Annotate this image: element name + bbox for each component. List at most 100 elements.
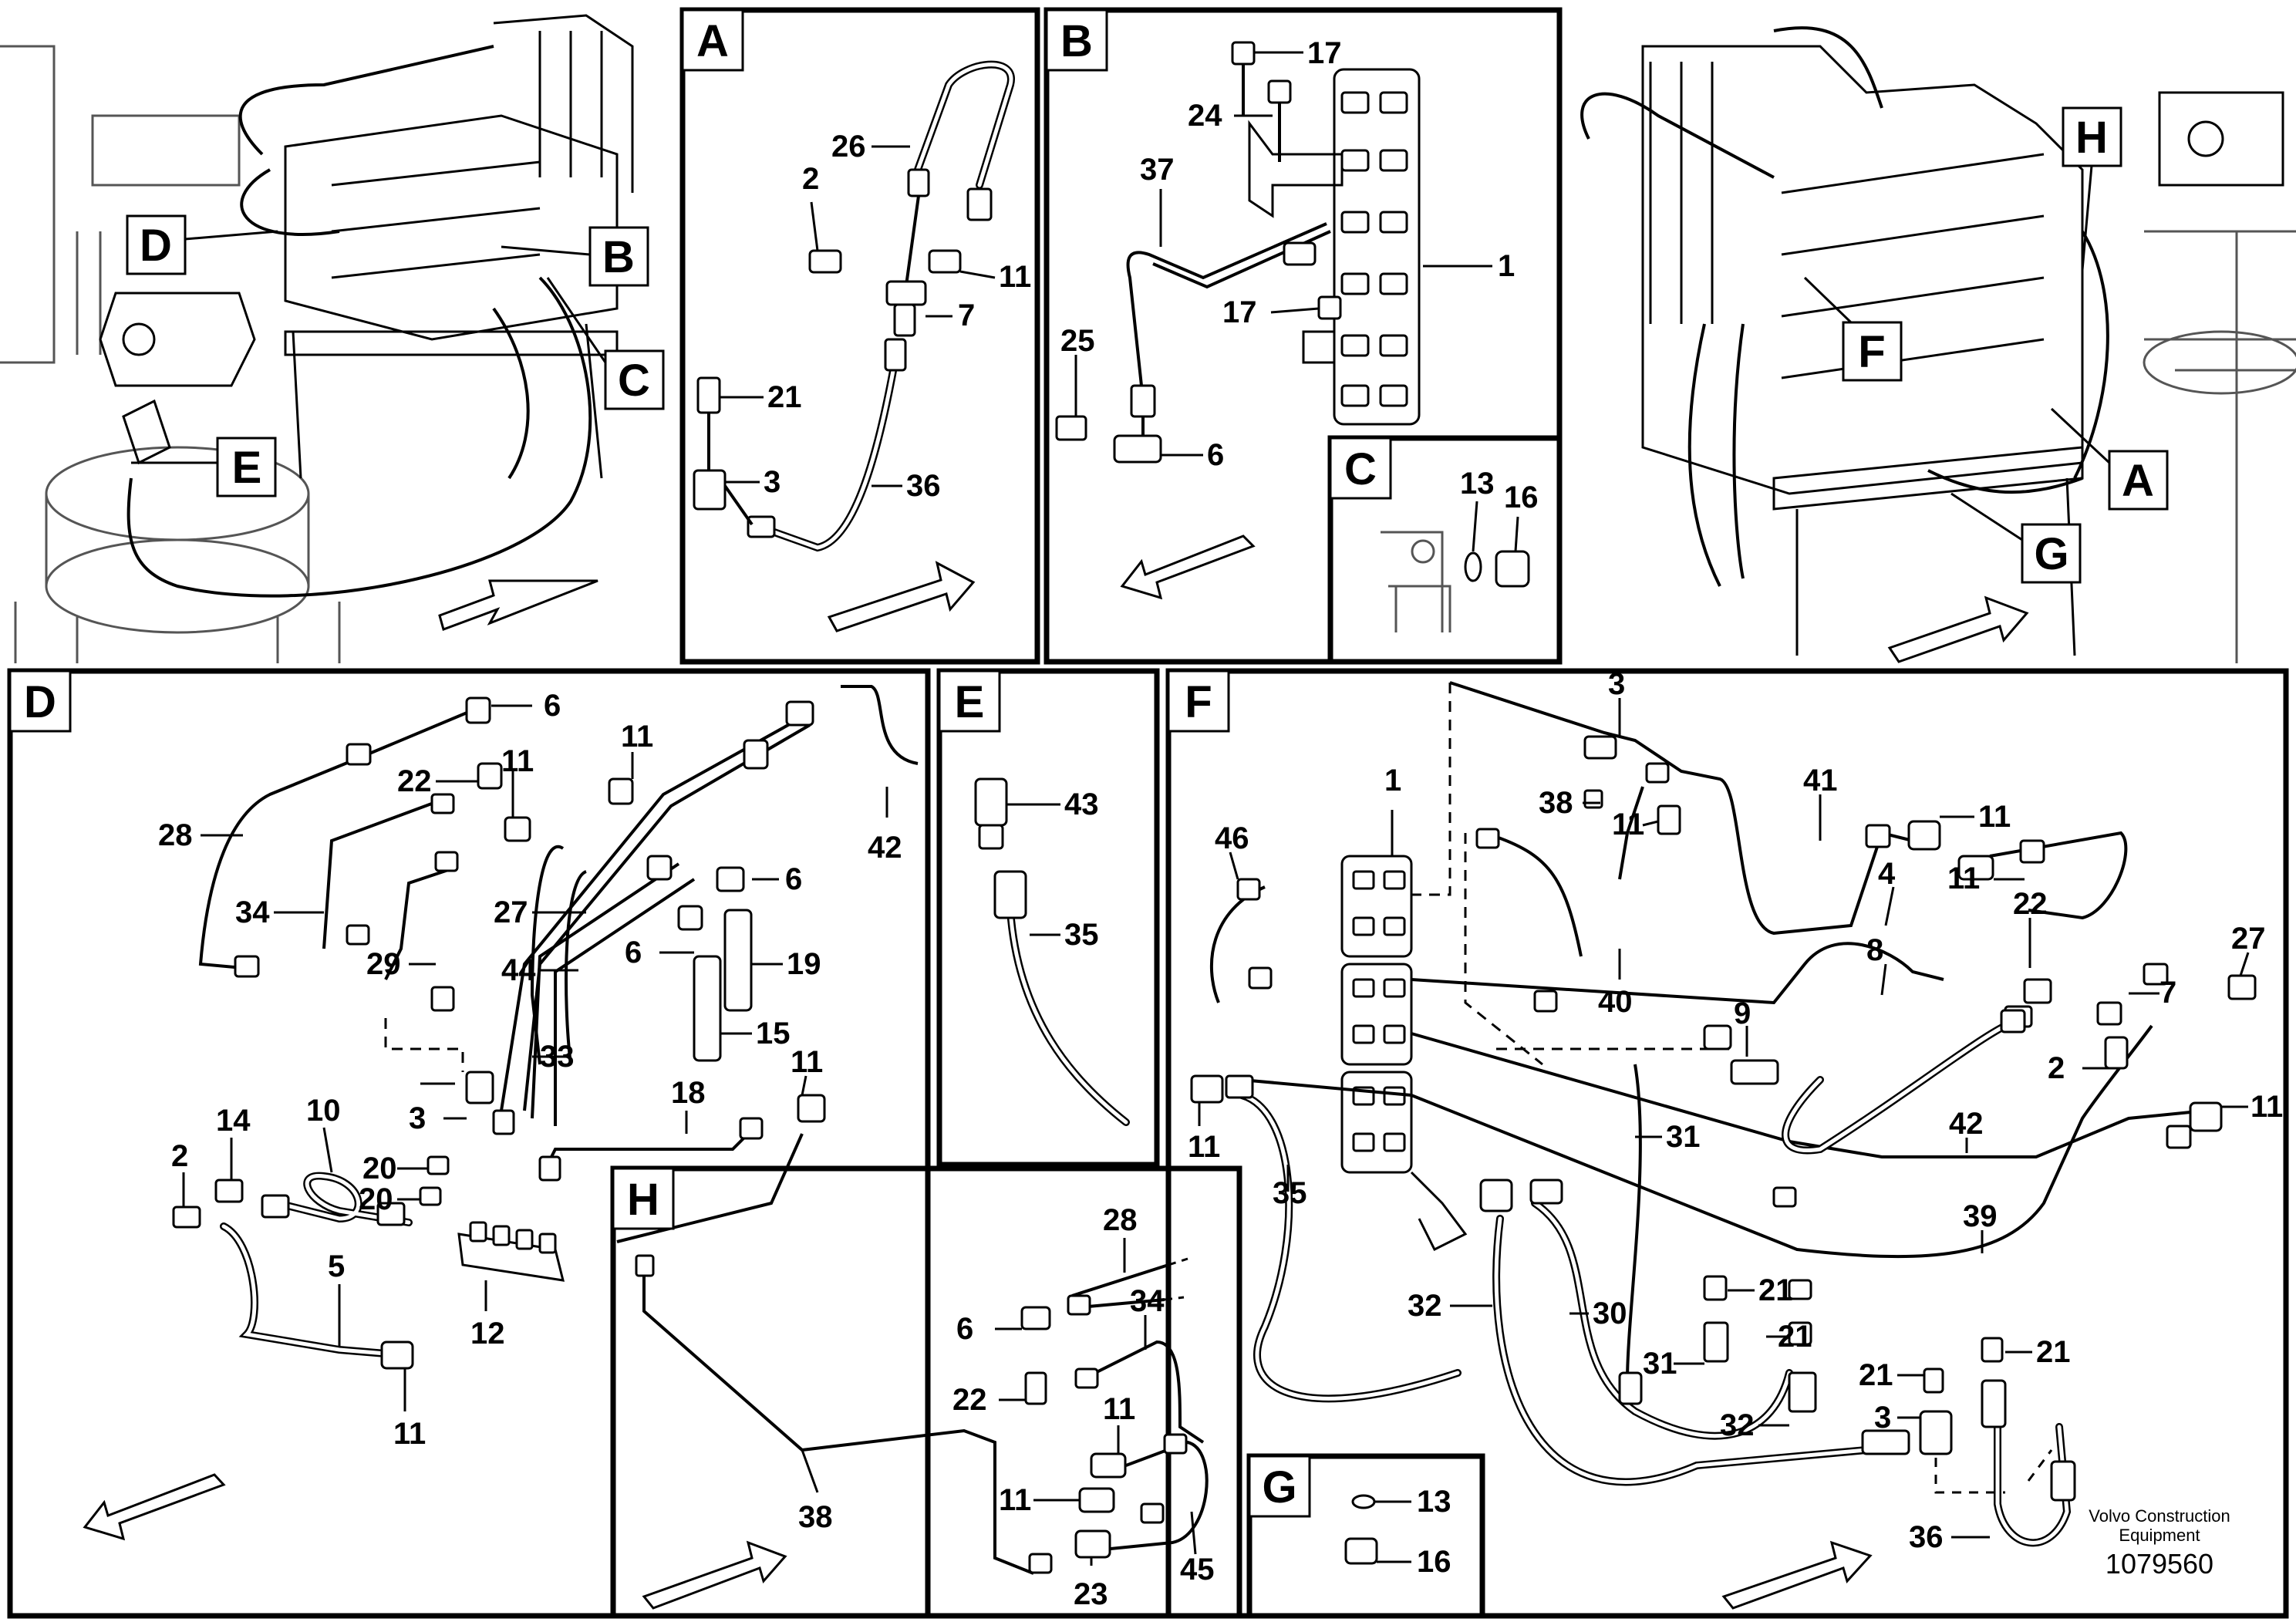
callout-d-3: 3 xyxy=(409,1101,426,1135)
callout-f-38: 38 xyxy=(1539,786,1573,820)
callout-a-2: 2 xyxy=(802,162,819,196)
callout-f-40: 40 xyxy=(1598,985,1633,1019)
panel-letter-c: C xyxy=(1344,444,1377,494)
callout-h-23: 23 xyxy=(1074,1577,1108,1611)
callout-f-31: 31 xyxy=(1666,1120,1701,1154)
view-letter: D xyxy=(140,221,172,271)
panel-letter-g: G xyxy=(1262,1462,1296,1512)
callout-b-1: 1 xyxy=(1498,249,1515,283)
callout-d-44: 44 xyxy=(501,953,536,987)
svg-text:1079560: 1079560 xyxy=(2106,1548,2213,1580)
callout-f-3: 3 xyxy=(1608,667,1625,701)
panel-letter-h: H xyxy=(627,1175,659,1225)
callout-b-24: 24 xyxy=(1188,99,1222,133)
view-marker-c: C xyxy=(546,277,665,410)
callout-f-35: 35 xyxy=(1273,1176,1307,1210)
view-letter: A xyxy=(2122,456,2154,506)
view-marker-g: G xyxy=(1950,492,2082,584)
callout-g-16: 16 xyxy=(1417,1545,1451,1579)
view-letter: C xyxy=(618,356,650,406)
callout-d-42: 42 xyxy=(868,831,902,865)
callout-f-21: 21 xyxy=(2036,1335,2071,1369)
callout-e-35: 35 xyxy=(1064,918,1099,952)
view-marker-e: E xyxy=(131,437,277,497)
panel-letter-e: E xyxy=(955,677,985,727)
callout-d-6: 6 xyxy=(785,862,802,896)
callout-b-17: 17 xyxy=(1307,36,1342,70)
callout-d-29: 29 xyxy=(366,947,401,981)
callout-a-7: 7 xyxy=(958,298,975,332)
panel-f: F xyxy=(1165,667,2289,1619)
panel-e: E 43 35 xyxy=(936,668,1160,1168)
callout-f-36: 36 xyxy=(1909,1520,1944,1554)
callout-d-22: 22 xyxy=(397,764,432,798)
callout-d-5: 5 xyxy=(328,1249,345,1283)
callout-a-26: 26 xyxy=(831,130,866,164)
callout-d-11: 11 xyxy=(501,744,534,778)
callout-f-31: 31 xyxy=(1643,1347,1677,1381)
panel-letter-a: A xyxy=(696,16,729,66)
callout-c-13: 13 xyxy=(1460,467,1495,501)
callout-h-6: 6 xyxy=(956,1312,973,1346)
callout-d-10: 10 xyxy=(306,1094,341,1128)
callout-g-13: 13 xyxy=(1417,1485,1451,1519)
panel-h: H 28 34 6 22 11 38 11 23 45 xyxy=(610,1165,1242,1619)
callout-d-12: 12 xyxy=(470,1317,505,1351)
callout-d-28: 28 xyxy=(158,818,193,852)
callout-d-6: 6 xyxy=(544,689,561,723)
callout-d-6: 6 xyxy=(625,936,642,969)
callout-d-18: 18 xyxy=(671,1076,706,1110)
callout-f-11: 11 xyxy=(1188,1130,1220,1164)
callout-d-11: 11 xyxy=(393,1417,426,1451)
panel-a: A 26 2 11 7 21 3 xyxy=(679,7,1040,665)
direction-arrow xyxy=(1887,595,2029,663)
callout-f-11: 11 xyxy=(2250,1090,2283,1124)
view-marker-a: A xyxy=(2050,407,2169,511)
callout-b-6: 6 xyxy=(1207,438,1224,472)
panel-letter-d: D xyxy=(24,677,56,727)
callout-h-22: 22 xyxy=(952,1383,987,1417)
view-marker-d: D xyxy=(126,214,278,275)
callout-a-21: 21 xyxy=(767,380,802,414)
callout-d-11: 11 xyxy=(791,1045,823,1079)
callout-d-20: 20 xyxy=(362,1152,397,1185)
callout-f-30: 30 xyxy=(1593,1297,1627,1330)
overview-left: D B C E xyxy=(0,14,665,663)
callout-f-4: 4 xyxy=(1878,857,1896,891)
callout-f-27: 27 xyxy=(2231,922,2266,956)
view-letter: F xyxy=(1858,327,1885,377)
callout-h-34: 34 xyxy=(1130,1284,1165,1318)
callout-d-27: 27 xyxy=(494,895,528,929)
callout-f-46: 46 xyxy=(1215,821,1249,855)
callout-h-11: 11 xyxy=(1103,1392,1135,1426)
view-letter: H xyxy=(2075,113,2108,163)
callout-f-39: 39 xyxy=(1963,1199,1998,1233)
callout-a-3: 3 xyxy=(764,465,781,499)
callout-f-32: 32 xyxy=(1408,1289,1442,1323)
callout-b-17: 17 xyxy=(1222,295,1257,329)
callout-f-11: 11 xyxy=(1947,862,1980,895)
panel-letter-f: F xyxy=(1185,677,1212,727)
callout-h-28: 28 xyxy=(1103,1203,1138,1237)
direction-arrow xyxy=(1721,1540,1873,1610)
callout-d-11: 11 xyxy=(621,720,653,754)
callout-d-15: 15 xyxy=(756,1017,791,1050)
view-letter: B xyxy=(602,232,635,282)
callout-h-45: 45 xyxy=(1180,1553,1215,1587)
callout-f-21: 21 xyxy=(1758,1273,1793,1307)
svg-text:Volvo Construction: Volvo Construction xyxy=(2089,1506,2230,1526)
direction-arrow xyxy=(827,561,976,632)
callout-f-41: 41 xyxy=(1803,764,1838,798)
callout-b-25: 25 xyxy=(1060,324,1095,358)
callout-f-22: 22 xyxy=(2013,887,2048,921)
callout-f-11: 11 xyxy=(1978,800,2011,834)
overview-right: H F A G xyxy=(1580,26,2296,663)
callout-f-8: 8 xyxy=(1866,933,1883,967)
panel-g: G 13 16 xyxy=(1246,1453,1485,1619)
callout-f-9: 9 xyxy=(1734,996,1751,1030)
callout-d-14: 14 xyxy=(216,1104,251,1138)
callout-d-19: 19 xyxy=(787,947,821,981)
panel-b: B 17 24 37 1 xyxy=(1043,7,1563,665)
panel-c: C 13 16 xyxy=(1327,435,1563,665)
callout-f-2: 2 xyxy=(2048,1051,2065,1085)
